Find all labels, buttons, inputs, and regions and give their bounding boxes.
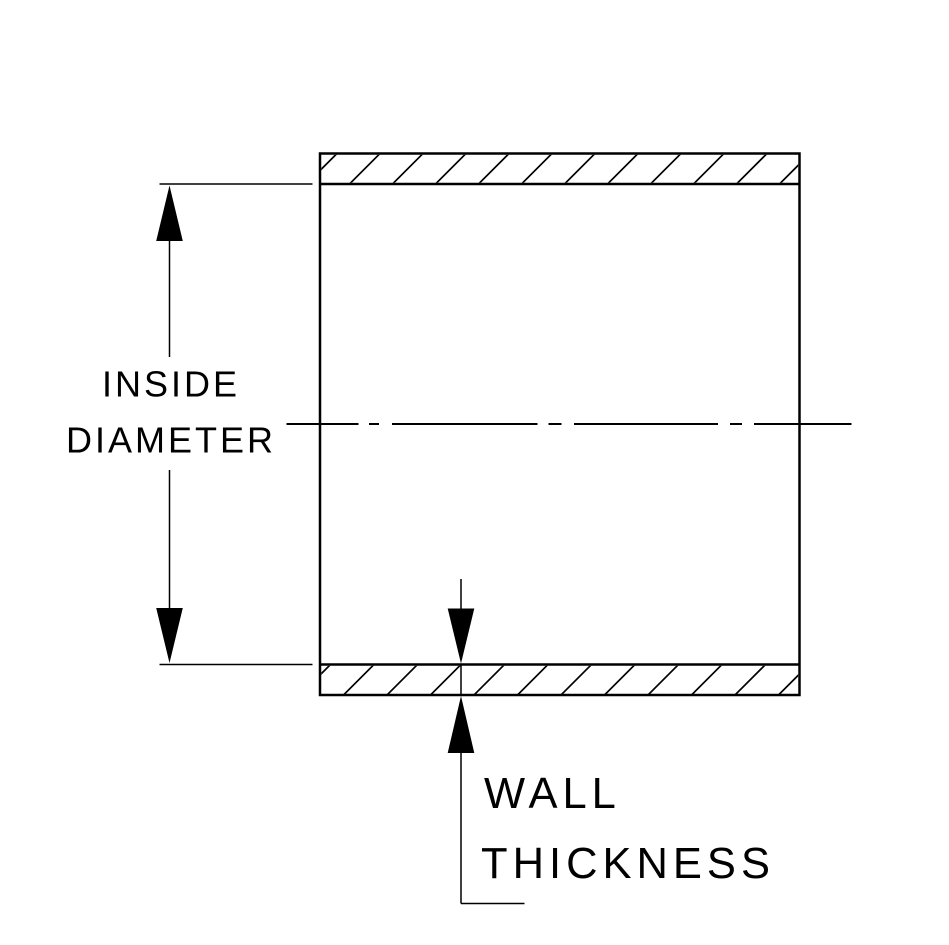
- id-arrow-up-icon: [156, 185, 183, 241]
- hatch-line: [435, 154, 466, 183]
- hatch-line: [392, 154, 423, 183]
- hatch-line: [564, 154, 595, 183]
- hatch-line: [386, 665, 418, 695]
- hatch-line: [736, 154, 767, 183]
- wall-thickness-label-line1: WALL: [484, 770, 621, 818]
- hatch-line: [473, 665, 505, 695]
- hatch-bottom-band: [321, 665, 799, 695]
- hatch-line: [604, 665, 635, 695]
- hatch-line: [321, 154, 337, 171]
- hatch-line: [607, 154, 638, 183]
- wt-arrow-up-icon: [447, 696, 475, 753]
- id-arrow-down-icon: [156, 608, 183, 663]
- inside-diameter-label-line2: DIAMETER: [66, 420, 276, 461]
- hatch-line: [343, 665, 374, 695]
- hatch-line: [778, 674, 799, 695]
- hatch-top-band: [321, 154, 799, 183]
- hatch-line: [349, 154, 380, 183]
- hatch-line: [517, 665, 548, 695]
- hatch-line: [779, 164, 799, 183]
- hatch-line: [521, 154, 552, 183]
- wt-arrow-down-icon: [447, 608, 475, 664]
- hatch-line: [478, 154, 509, 183]
- hatch-line: [430, 665, 461, 695]
- hatch-line: [734, 665, 766, 695]
- hatch-line: [691, 665, 722, 695]
- hatch-line: [560, 665, 592, 695]
- hatch-line: [693, 154, 724, 183]
- inside-diameter-label-line1: INSIDE: [102, 364, 240, 405]
- hatch-line: [650, 154, 681, 183]
- hatch-line: [647, 665, 679, 695]
- wall-thickness-label-line2: THICKNESS: [481, 840, 775, 888]
